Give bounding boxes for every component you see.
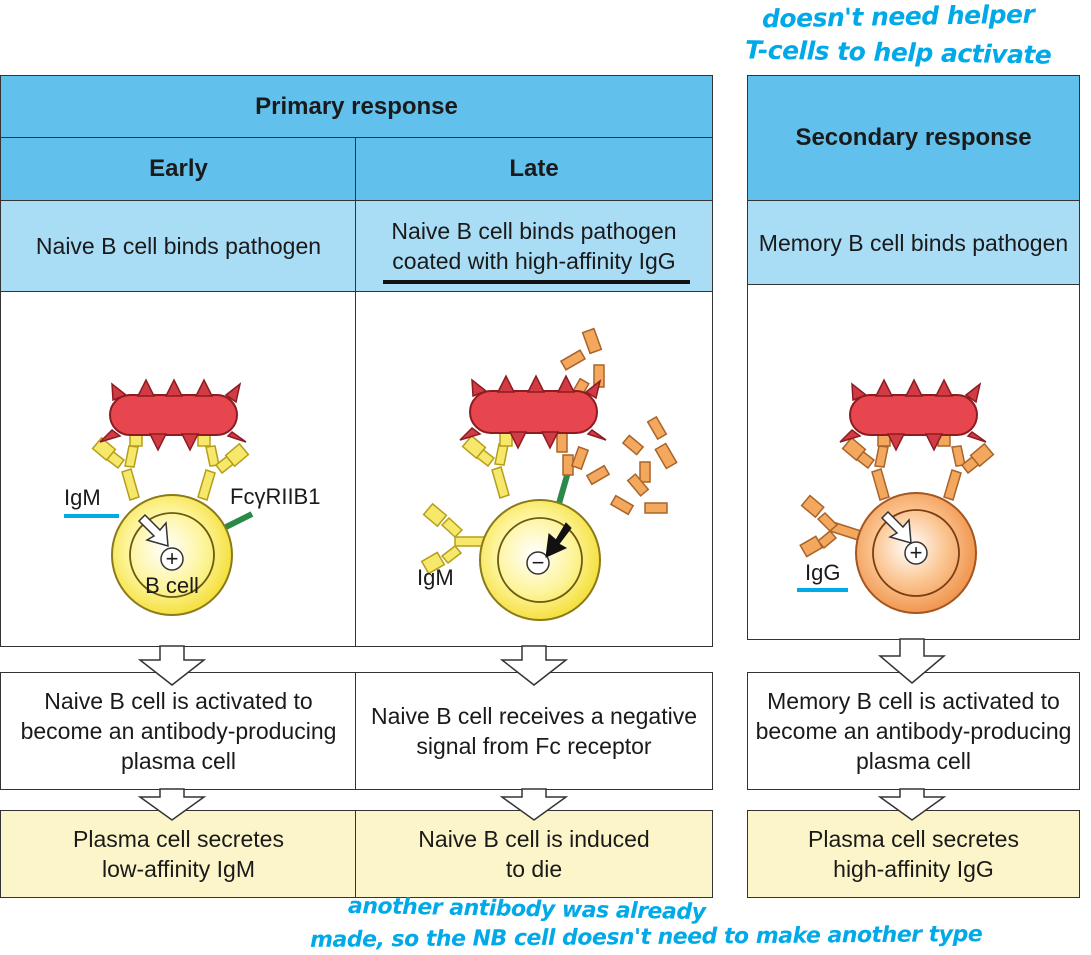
secondary-arrow-2 — [877, 788, 947, 821]
late-result-line1: Naive B cell is induced — [418, 826, 650, 852]
late-outcome-line1: Naive B cell receives a negative — [371, 703, 697, 729]
late-arrow-2 — [499, 788, 569, 821]
late-outcome-line2: signal from Fc receptor — [416, 733, 652, 759]
secondary-arrow-1 — [877, 638, 947, 684]
secondary-outcome-line3: plasma cell — [855, 748, 972, 774]
late-result-line2: to die — [505, 856, 563, 882]
secondary-igg-label: IgG — [805, 560, 840, 585]
late-igm-label: IgM — [417, 565, 454, 590]
secondary-response-title: Secondary response — [747, 75, 1080, 201]
early-result-line2: low-affinity IgM — [102, 856, 255, 882]
early-cell-label: B cell — [145, 573, 199, 598]
early-result-box: Plasma cell secretes low-affinity IgM — [0, 810, 357, 898]
early-igm-label: IgM — [64, 485, 101, 510]
late-sign: − — [532, 550, 545, 575]
secondary-outcome-line2: become an antibody-producing — [755, 718, 1072, 744]
early-illustration: + B cell IgM FcγRIIB1 — [64, 378, 320, 616]
early-sign: + — [166, 546, 179, 571]
secondary-result-line2: high-affinity IgG — [833, 856, 994, 882]
late-illustration: − IgM — [417, 327, 678, 621]
early-arrow-2 — [137, 788, 207, 821]
secondary-outcome-box: Memory B cell is activated to become an … — [747, 672, 1080, 790]
secondary-binding-text: Memory B cell binds pathogen — [747, 200, 1080, 285]
early-outcome-line2: become an antibody-producing — [20, 718, 337, 744]
late-binding-line2: coated with high-affinity IgG — [392, 248, 676, 274]
early-outcome-box: Naive B cell is activated to become an a… — [0, 672, 357, 790]
secondary-sign: + — [910, 540, 923, 565]
early-outcome-line3: plasma cell — [120, 748, 237, 774]
primary-response-title: Primary response — [0, 75, 713, 138]
early-receptor-label: FcγRIIB1 — [230, 484, 320, 509]
secondary-result-box: Plasma cell secretes high-affinity IgG — [747, 810, 1080, 898]
flow-arrows — [137, 638, 947, 821]
secondary-result-line1: Plasma cell secretes — [808, 826, 1019, 852]
early-outcome-line1: Naive B cell is activated to — [44, 688, 313, 714]
early-result-line1: Plasma cell secretes — [73, 826, 284, 852]
late-arrow-1 — [499, 645, 569, 686]
late-outcome-box: Naive B cell receives a negative signal … — [355, 672, 713, 790]
early-binding-text: Naive B cell binds pathogen — [0, 200, 357, 292]
late-result-box: Naive B cell is induced to die — [355, 810, 713, 898]
secondary-illustration: + IgG — [799, 378, 995, 614]
early-arrow-1 — [137, 645, 207, 686]
late-binding-box: Naive B cell binds pathogen coated with … — [355, 200, 713, 292]
late-header: Late — [355, 137, 713, 201]
late-binding-line1: Naive B cell binds pathogen — [391, 218, 677, 244]
secondary-outcome-line1: Memory B cell is activated to — [767, 688, 1060, 714]
